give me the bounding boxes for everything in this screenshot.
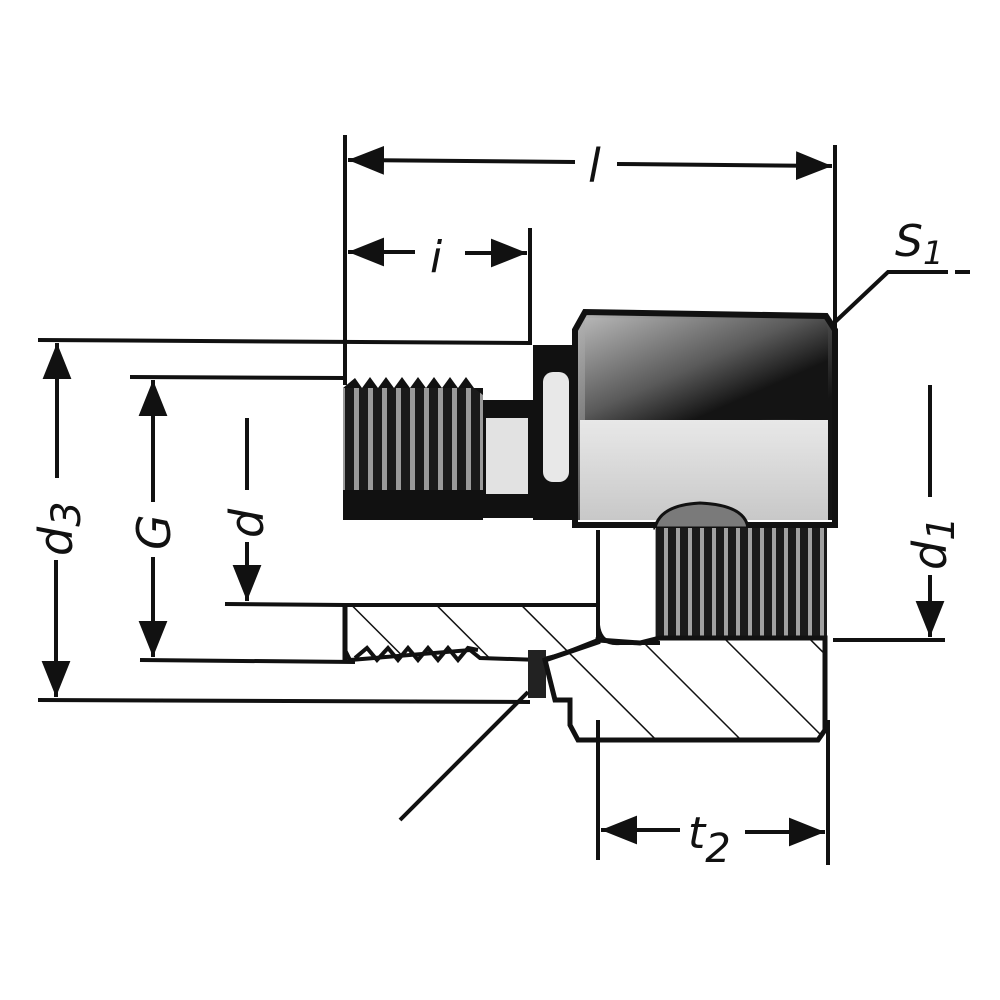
fitting-body-section	[342, 530, 828, 743]
fitting-body-external	[343, 308, 838, 638]
label-outer-diameter: d3	[29, 501, 90, 556]
label-bore-diameter: d	[220, 508, 274, 538]
label-wrench-flat: S1	[895, 216, 943, 272]
label-socket-diameter: d1	[903, 517, 963, 570]
female-thread	[655, 528, 827, 638]
label-socket-depth: t2	[688, 808, 731, 872]
o-ring-groove	[543, 372, 569, 482]
o-ring-seal	[528, 650, 546, 698]
label-thread-size: G	[127, 514, 181, 550]
dimension-lines	[37, 135, 970, 865]
internal-thread-profile	[353, 644, 479, 664]
label-overall-length: l	[588, 139, 601, 193]
label-thread-length: i	[430, 232, 443, 283]
marking-stamp	[653, 501, 750, 530]
dimension-labels: l i S1 t2 d3 G d d1	[29, 139, 963, 872]
